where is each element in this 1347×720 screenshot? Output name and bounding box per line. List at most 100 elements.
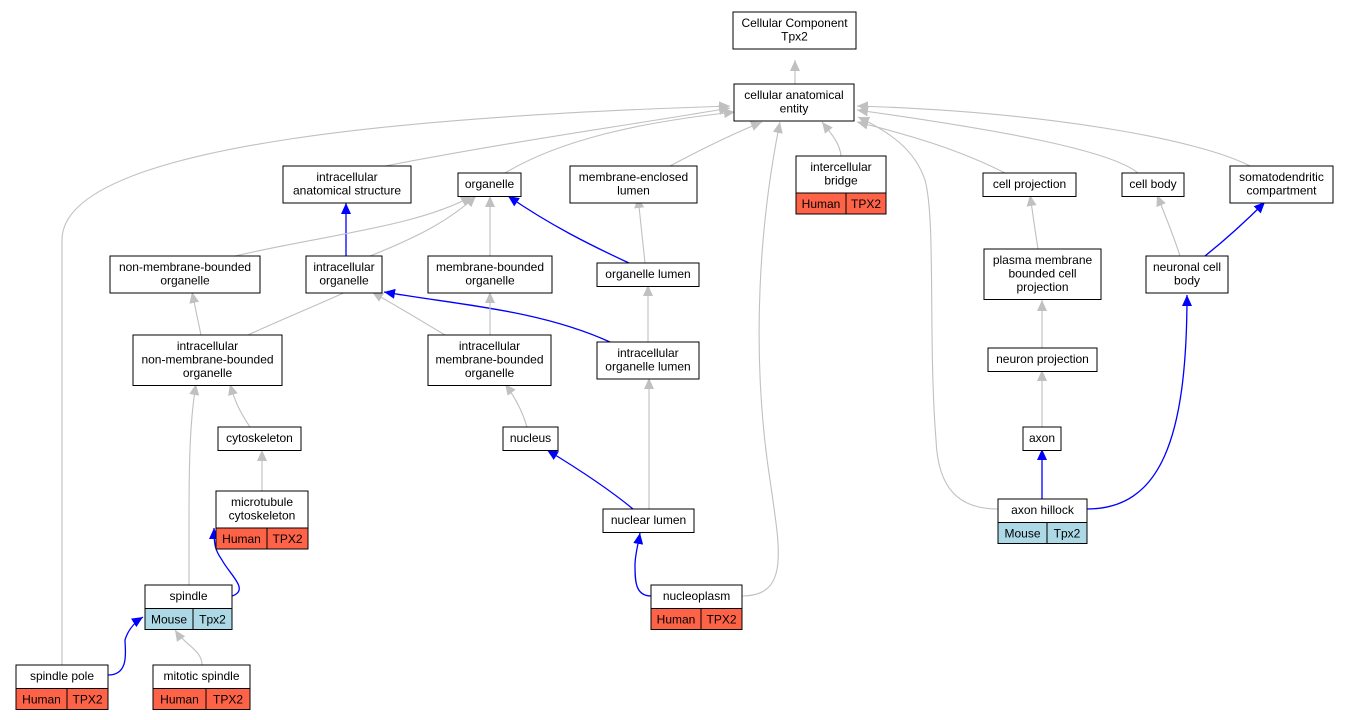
node-label-line: organelle <box>183 366 233 380</box>
edge-pmbcp-to-cp <box>1026 194 1039 250</box>
node-label-line: organelle lumen <box>605 267 690 281</box>
node-label-line: bridge <box>824 174 858 188</box>
node-label-line: intracellular <box>617 346 678 360</box>
edge-ah-to-ncb <box>1086 294 1192 510</box>
node-box <box>569 165 698 204</box>
edges-layer <box>61 60 1266 676</box>
node-label-line: organelle <box>465 177 515 191</box>
edge-sdc-to-cae <box>856 101 1251 167</box>
edge-org-to-cae <box>504 108 736 174</box>
gene-cell-label: Tpx2 <box>1054 527 1081 541</box>
node-label-line: membrane-bounded <box>436 260 544 274</box>
species-cell-label: Human <box>222 532 261 546</box>
node-box <box>1022 426 1062 451</box>
node-label-line: non-membrane-bounded <box>141 353 273 367</box>
edge-ias-to-cae <box>384 104 731 167</box>
node-label-line: cell projection <box>993 177 1066 191</box>
node-box <box>305 255 383 294</box>
node-box <box>596 341 700 380</box>
edge-ah-to-cae <box>857 116 999 510</box>
node-label-line: cytoskeleton <box>226 431 293 445</box>
node-np[interactable]: neuron projection <box>987 347 1098 372</box>
node-label-line: nuclear lumen <box>611 513 686 527</box>
node-label-line: mitotic spindle <box>163 669 239 683</box>
edge-nmbo-to-org <box>234 195 473 257</box>
node-label-line: non-membrane-bounded <box>119 260 251 274</box>
node-inmbo[interactable]: intracellularnon-membrane-boundedorganel… <box>132 334 283 386</box>
node-box <box>987 347 1098 372</box>
edge-cs-to-inmbo <box>228 383 251 428</box>
edge-npl-to-cae <box>741 121 783 597</box>
node-cb[interactable]: cell body <box>1121 172 1185 197</box>
edge-io-to-org <box>369 195 477 257</box>
node-org[interactable]: organelle <box>457 172 522 197</box>
edge-nuc-to-imbo <box>504 383 528 428</box>
node-label-line: Tpx2 <box>781 30 808 44</box>
node-label-line: compartment <box>1246 184 1317 198</box>
node-label-line: axon hillock <box>1011 503 1075 517</box>
node-nl[interactable]: nuclear lumen <box>602 508 695 533</box>
edge-ncb-to-sdc <box>1204 201 1266 257</box>
edge-imbo-to-io <box>371 291 446 336</box>
species-cell-label: Mouse <box>1004 527 1040 541</box>
node-box <box>1145 255 1229 294</box>
node-label-line: organelle <box>465 366 515 380</box>
node-label-line: nucleoplasm <box>663 589 730 603</box>
node-label-line: projection <box>1016 280 1068 294</box>
node-box <box>282 165 412 204</box>
node-label-line: organelle lumen <box>605 360 690 374</box>
node-label-line: axon <box>1029 431 1055 445</box>
node-label-line: bounded cell <box>1008 267 1076 281</box>
edge-inmbo-to-nmbo <box>189 291 202 336</box>
gene-cell <box>192 608 233 630</box>
node-box <box>602 508 695 533</box>
node-box <box>983 248 1102 300</box>
node-label-line: microtubule <box>231 495 293 509</box>
node-label-line: somatodendritic <box>1239 170 1324 184</box>
node-label-line: anatomical structure <box>293 184 401 198</box>
node-label-line: Cellular Component <box>741 16 848 30</box>
node-box <box>427 334 552 386</box>
node-ax[interactable]: axon <box>1022 426 1062 451</box>
edge-sp-to-mtc <box>209 527 240 597</box>
node-cs[interactable]: cytoskeleton <box>217 426 302 451</box>
edge-spp-to-sp <box>107 616 144 676</box>
node-label-line: neuron projection <box>996 352 1089 366</box>
gene-cell <box>66 688 109 710</box>
edge-ncb-to-cb <box>1156 194 1181 257</box>
node-box <box>733 83 855 122</box>
node-box <box>109 255 261 294</box>
node-label-line: plasma membrane <box>993 253 1093 267</box>
node-box <box>732 11 857 50</box>
node-nuc[interactable]: nucleus <box>502 426 559 451</box>
node-label-line: organelle <box>319 274 369 288</box>
gene-cell-label: Tpx2 <box>199 613 226 627</box>
edge-spp-to-cae <box>61 101 731 665</box>
node-label-line: body <box>1174 274 1200 288</box>
edge-mel-to-cae <box>669 121 763 167</box>
node-ol[interactable]: organelle lumen <box>596 262 700 287</box>
node-box <box>1229 165 1334 204</box>
edge-ol-to-org <box>507 195 630 264</box>
node-label-line: intracellular <box>459 339 520 353</box>
node-cp[interactable]: cell projection <box>982 172 1077 197</box>
